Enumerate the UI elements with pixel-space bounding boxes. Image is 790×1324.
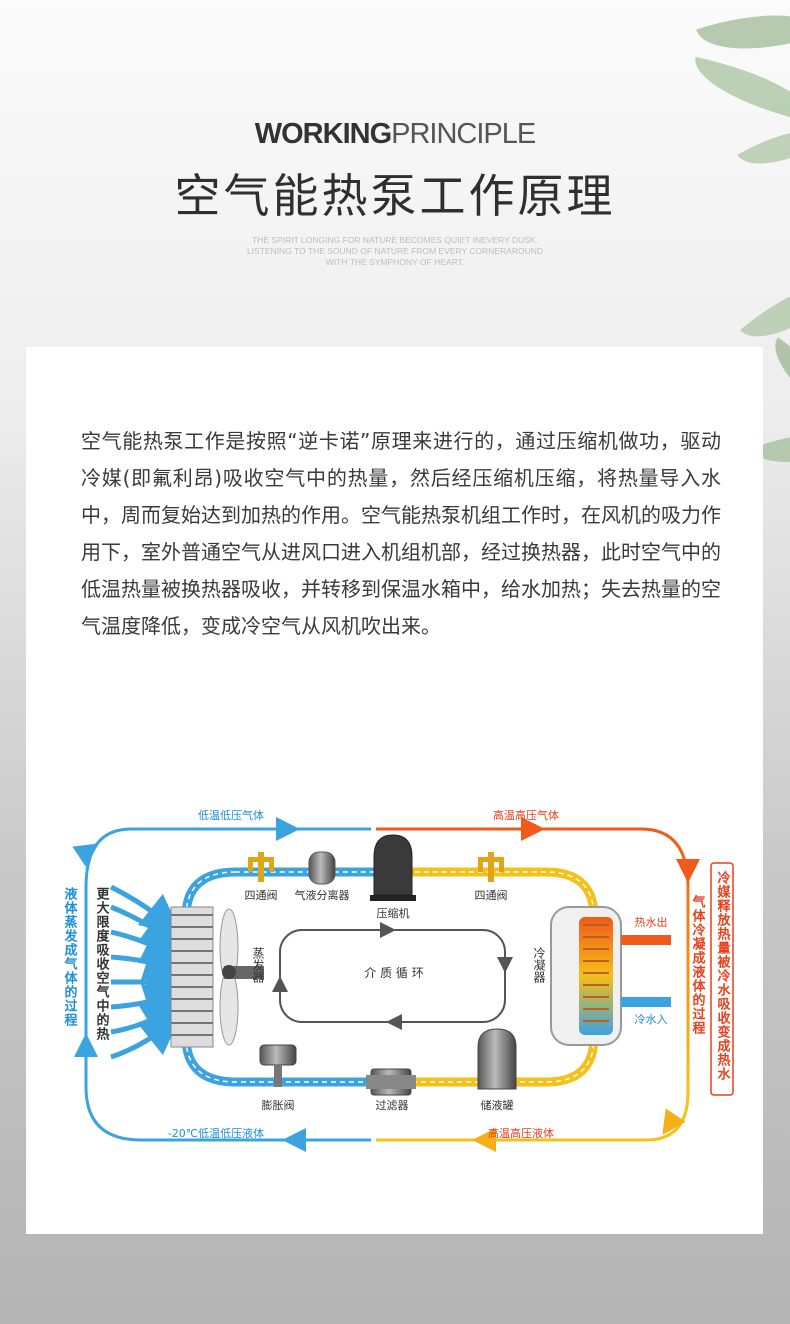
medium-cycle-loop: 介 质 循 环: [272, 922, 513, 1030]
page-title: 空气能热泵工作原理: [174, 169, 616, 223]
header-subtitle: THE SPIRIT LONGING FOR NATURE BECOMES QU…: [0, 235, 790, 268]
subtitle-line: WITH THE SYMPHONY OF HEART.: [325, 257, 465, 267]
subtitle-line: THE SPIRIT LONGING FOR NATURE BECOMES QU…: [252, 235, 538, 245]
four-way-valve-left: [248, 852, 274, 882]
label-refrigerant-heats-water: 冷媒释放热量被冷水吸收变成热水: [715, 870, 732, 1081]
header-en-bold: WORKING: [254, 118, 392, 150]
description-paragraph: 空气能热泵工作是按照“逆卡诺”原理来进行的，通过压缩机做功，驱动冷媒(即氟利昂)…: [81, 429, 721, 638]
expansion-valve: [259, 1044, 297, 1087]
gas-liquid-separator: [308, 851, 336, 885]
evaporator-coil: [170, 906, 214, 1048]
cold-water-in-label: 冷水入: [635, 1013, 668, 1026]
four-way-valve-left-label: 四通阀: [245, 888, 278, 902]
condenser-label: 冷凝器: [532, 947, 546, 984]
label-evaporation-process: 液体蒸发成气体的过程: [62, 886, 79, 1027]
condenser-tank: [550, 906, 622, 1046]
compressor: [370, 834, 416, 901]
label-absorb-heat: 更大限度吸收空气中的热: [94, 887, 110, 1041]
label-low-temp-low-pressure-gas: 低温低压气体: [198, 808, 264, 822]
fan-icon: [219, 908, 264, 1046]
compressor-label: 压缩机: [377, 906, 410, 920]
separator-label: 气液分离器: [295, 888, 350, 902]
filter-label: 过滤器: [376, 1099, 409, 1112]
air-intake-arrows: [109, 884, 186, 1060]
liquid-receiver: [477, 1028, 517, 1090]
evaporator-label: 蒸发器: [251, 947, 265, 984]
content-card: 空气能热泵工作是按照“逆卡诺”原理来进行的，通过压缩机做功，驱动冷媒(即氟利昂)…: [26, 347, 763, 1234]
four-way-valve-right-label: 四通阀: [475, 888, 508, 902]
label-high-temp-high-pressure-liquid: 高温高压液体: [488, 1126, 554, 1140]
plant-leaf-decoration: [687, 56, 790, 124]
four-way-valve-right: [478, 852, 504, 882]
label-condensation-process: 气体冷凝成液体的过程: [690, 894, 706, 1035]
header-english-title: WORKINGPRINCIPLE: [0, 118, 790, 151]
subtitle-line: LISTENING TO THE SOUND OF NATURE FROM EV…: [246, 246, 544, 256]
label-low-temp-low-pressure-liquid: -20℃低温低压液体: [168, 1126, 264, 1140]
filter: [366, 1068, 416, 1096]
right-outer-label-box: 冷媒释放热量被冷水吸收变成热水: [710, 862, 734, 1096]
heat-pump-diagram: 介 质 循 环 蒸发器: [62, 808, 734, 1152]
cycle-label: 介 质 循 环: [364, 966, 423, 980]
plant-leaf-decoration: [758, 337, 790, 417]
header-en-light: PRINCIPLE: [391, 118, 536, 150]
hot-water-out-label: 热水出: [635, 915, 668, 929]
water-pipes: [621, 935, 671, 1007]
liquid-receiver-label: 储液罐: [481, 1098, 514, 1112]
outer-refrigerant-loop: [72, 817, 700, 1152]
expansion-valve-label: 膨胀阀: [262, 1098, 295, 1112]
label-high-temp-high-pressure-gas: 高温高压气体: [493, 808, 559, 822]
